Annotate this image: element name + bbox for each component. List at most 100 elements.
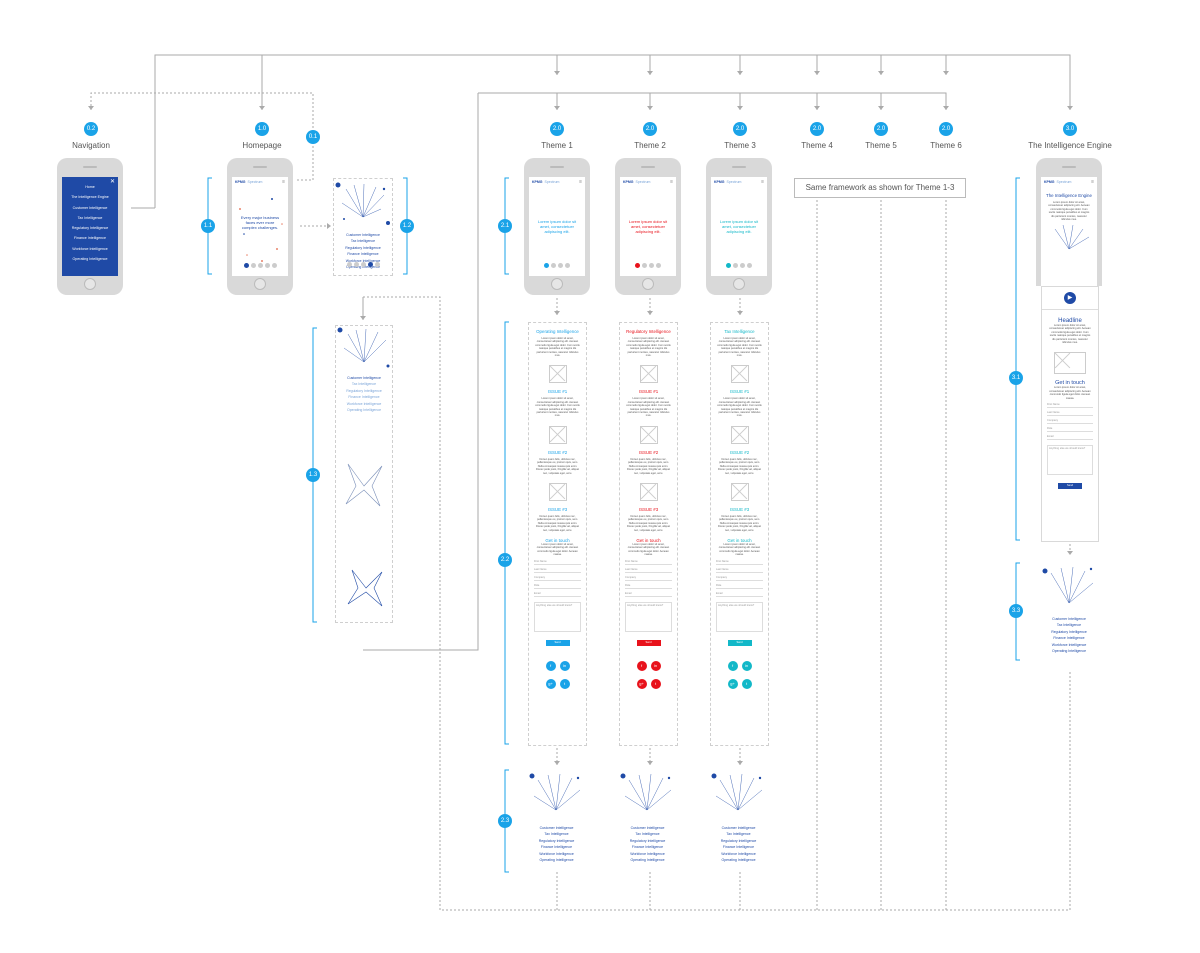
- play-icon[interactable]: ▶: [1064, 292, 1076, 304]
- email-field[interactable]: Email: [625, 591, 672, 597]
- menu-item[interactable]: Operating Intelligence: [721, 858, 756, 863]
- message-textarea[interactable]: Anything else we should know?: [716, 601, 763, 632]
- menu-item[interactable]: Operating Intelligence: [346, 408, 382, 413]
- menu-item[interactable]: Finance Intelligence: [631, 845, 664, 850]
- hamburger-icon[interactable]: ≡: [1091, 179, 1094, 185]
- googleplus-icon[interactable]: g+: [727, 678, 738, 689]
- arrowhead: [327, 223, 331, 229]
- email-field[interactable]: Email: [534, 591, 581, 597]
- message-textarea[interactable]: Anything else we should know?: [625, 601, 672, 632]
- menu-item[interactable]: Operating Intelligence: [345, 265, 381, 270]
- first-name-field[interactable]: First Name: [534, 559, 581, 565]
- send-button[interactable]: Send: [545, 639, 570, 646]
- facebook-icon[interactable]: f: [636, 660, 647, 671]
- hamburger-icon[interactable]: ≡: [282, 179, 285, 185]
- arrowhead: [259, 106, 265, 110]
- linkedin-icon[interactable]: in: [650, 660, 661, 671]
- company-field[interactable]: Company: [625, 575, 672, 581]
- role-field[interactable]: Role: [1047, 426, 1093, 433]
- twitter-icon[interactable]: t: [559, 678, 570, 689]
- menu-item[interactable]: Workforce Intelligence: [1051, 642, 1087, 647]
- email-field[interactable]: Email: [716, 591, 763, 597]
- nav-item[interactable]: Tax Intelligence: [77, 215, 103, 220]
- message-textarea[interactable]: Anything else we should know?: [534, 601, 581, 632]
- menu-item[interactable]: Operating Intelligence: [539, 858, 574, 863]
- theme-title: Regulatory Intelligence: [626, 329, 671, 334]
- menu-item[interactable]: Workforce Intelligence: [345, 258, 381, 263]
- last-name-field[interactable]: Last Name: [625, 567, 672, 573]
- nav-item[interactable]: Workforce Intelligence: [72, 246, 108, 251]
- hamburger-icon[interactable]: ≡: [579, 179, 582, 185]
- menu-item[interactable]: Regulatory Intelligence: [1051, 629, 1087, 634]
- theme-hero-text: Lorem ipsum dolor sit amet, consectetuer…: [719, 219, 759, 234]
- menu-item[interactable]: Tax Intelligence: [350, 239, 376, 244]
- role-field[interactable]: Role: [625, 583, 672, 589]
- menu-item[interactable]: Workforce Intelligence: [539, 851, 574, 856]
- menu-item[interactable]: Finance Intelligence: [347, 252, 379, 257]
- last-name-field[interactable]: Last Name: [534, 567, 581, 573]
- send-button[interactable]: Send: [727, 639, 752, 646]
- menu-item[interactable]: Workforce Intelligence: [346, 401, 382, 406]
- facebook-icon[interactable]: f: [545, 660, 556, 671]
- company-field[interactable]: Company: [716, 575, 763, 581]
- close-icon[interactable]: ✕: [109, 179, 115, 185]
- twitter-icon[interactable]: t: [650, 678, 661, 689]
- hamburger-icon[interactable]: ≡: [670, 179, 673, 185]
- googleplus-icon[interactable]: g+: [545, 678, 556, 689]
- carousel-dots[interactable]: [334, 254, 392, 272]
- send-button[interactable]: Send: [636, 639, 661, 646]
- menu-item[interactable]: Finance Intelligence: [540, 845, 573, 850]
- menu-item[interactable]: Workforce Intelligence: [721, 851, 756, 856]
- email-field[interactable]: Email: [1047, 434, 1093, 441]
- last-name-field[interactable]: Last Name: [1047, 410, 1093, 417]
- menu-item[interactable]: Regulatory Intelligence: [345, 245, 381, 250]
- last-name-field[interactable]: Last Name: [716, 567, 763, 573]
- menu-item[interactable]: Tax Intelligence: [351, 382, 377, 387]
- nav-home[interactable]: Home: [85, 185, 95, 189]
- company-field[interactable]: Company: [534, 575, 581, 581]
- menu-item[interactable]: Tax Intelligence: [1056, 623, 1082, 628]
- menu-item[interactable]: Operating Intelligence: [1051, 649, 1087, 654]
- carousel-dots[interactable]: [620, 255, 676, 273]
- menu-item[interactable]: Customer Intelligence: [346, 233, 380, 237]
- nav-item[interactable]: The Intelligence Engine: [71, 195, 109, 200]
- menu-item[interactable]: Finance Intelligence: [1053, 636, 1085, 641]
- send-button[interactable]: Send: [1058, 483, 1082, 490]
- googleplus-icon[interactable]: g+: [636, 678, 647, 689]
- menu-item[interactable]: Customer Intelligence: [539, 826, 574, 830]
- role-field[interactable]: Role: [716, 583, 763, 589]
- menu-item[interactable]: Tax Intelligence: [726, 832, 751, 837]
- first-name-field[interactable]: First Name: [625, 559, 672, 565]
- menu-item[interactable]: Tax Intelligence: [635, 832, 660, 837]
- menu-item[interactable]: Customer Intelligence: [630, 826, 665, 830]
- menu-item[interactable]: Tax Intelligence: [544, 832, 569, 837]
- menu-item[interactable]: Regulatory Intelligence: [629, 838, 666, 843]
- menu-item[interactable]: Finance Intelligence: [722, 845, 755, 850]
- nav-item[interactable]: Finance Intelligence: [74, 236, 106, 241]
- menu-item[interactable]: Regulatory Intelligence: [720, 838, 757, 843]
- hamburger-icon[interactable]: ≡: [761, 179, 764, 185]
- role-field[interactable]: Role: [534, 583, 581, 589]
- menu-item[interactable]: Operating Intelligence: [630, 858, 665, 863]
- nav-item[interactable]: Operating Intelligence: [72, 257, 108, 262]
- nav-item[interactable]: Regulatory Intelligence: [71, 226, 109, 231]
- company-field[interactable]: Company: [1047, 418, 1093, 425]
- menu-item[interactable]: Customer Intelligence: [721, 826, 756, 830]
- facebook-icon[interactable]: f: [727, 660, 738, 671]
- linkedin-icon[interactable]: in: [559, 660, 570, 671]
- first-name-field[interactable]: First Name: [1047, 402, 1093, 409]
- menu-item[interactable]: Finance Intelligence: [348, 395, 380, 400]
- twitter-icon[interactable]: t: [741, 678, 752, 689]
- carousel-dots[interactable]: [232, 255, 288, 273]
- linkedin-icon[interactable]: in: [741, 660, 752, 671]
- menu-item[interactable]: Customer Intelligence: [1052, 617, 1086, 621]
- carousel-dots[interactable]: [529, 255, 585, 273]
- menu-item[interactable]: Customer Intelligence: [347, 376, 381, 380]
- menu-item[interactable]: Regulatory Intelligence: [538, 838, 575, 843]
- nav-item[interactable]: Customer Intelligence: [72, 205, 108, 210]
- carousel-dots[interactable]: [711, 255, 767, 273]
- menu-item[interactable]: Workforce Intelligence: [630, 851, 665, 856]
- menu-item[interactable]: Regulatory Intelligence: [346, 388, 382, 393]
- message-textarea[interactable]: Anything else we should know?: [1047, 445, 1093, 476]
- first-name-field[interactable]: First Name: [716, 559, 763, 565]
